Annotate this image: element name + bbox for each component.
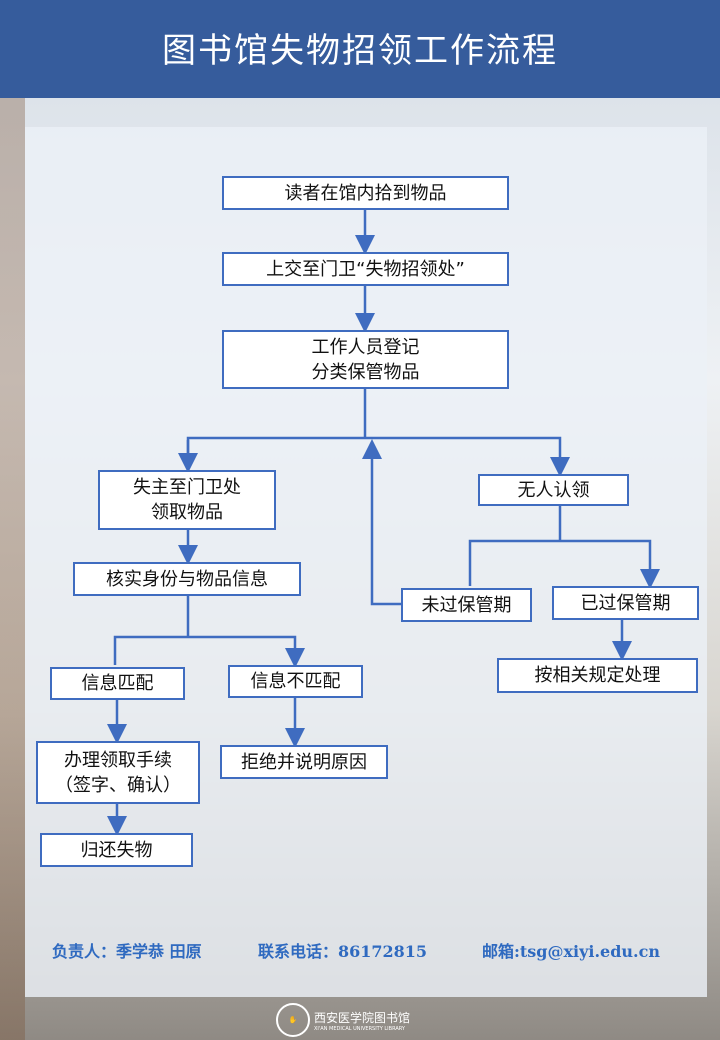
step-claim-procedure: 办理领取手续 （签字、确认） [36, 741, 200, 804]
seal-icon: ✋ [276, 1003, 310, 1037]
responsible-person: 负责人：季学恭 田原 [52, 942, 202, 961]
step-verify-identity: 核实身份与物品信息 [73, 562, 301, 596]
step-register: 工作人员登记 分类保管物品 [222, 330, 509, 389]
step-info-match: 信息匹配 [50, 667, 185, 700]
step-within-period: 未过保管期 [401, 588, 532, 622]
logo-name-cn: 西安医学院图书馆 [314, 1010, 411, 1025]
step-unclaimed: 无人认领 [478, 474, 629, 506]
step-owner-claims: 失主至门卫处 领取物品 [98, 470, 276, 530]
step-info-mismatch: 信息不匹配 [228, 665, 363, 698]
step-expired: 已过保管期 [552, 586, 699, 620]
arrow [468, 539, 660, 589]
step-found-item: 读者在馆内拾到物品 [222, 176, 509, 210]
step-refuse: 拒绝并说明原因 [220, 745, 388, 779]
connector [186, 436, 570, 477]
contact-email[interactable]: 邮箱:tsg@xiyi.edu.cn [482, 942, 661, 961]
step-return-item: 归还失物 [40, 833, 193, 867]
contact-phone: 联系电话：86172815 [258, 942, 428, 961]
step-submit-to-guard: 上交至门卫“失物招领处” [222, 252, 509, 286]
logo-name-en: XI'AN MEDICAL UNIVERSITY LIBRARY [314, 1025, 405, 1032]
step-handle-per-rules: 按相关规定处理 [497, 658, 698, 693]
arrow [113, 635, 305, 668]
arrow [362, 439, 401, 606]
library-logo: ✋ 西安医学院图书馆 XI'AN MEDICAL UNIVERSITY LIBR… [276, 1003, 410, 1037]
header-banner: 图书馆失物招领工作流程 [0, 0, 720, 98]
page-title: 图书馆失物招领工作流程 [162, 30, 558, 71]
